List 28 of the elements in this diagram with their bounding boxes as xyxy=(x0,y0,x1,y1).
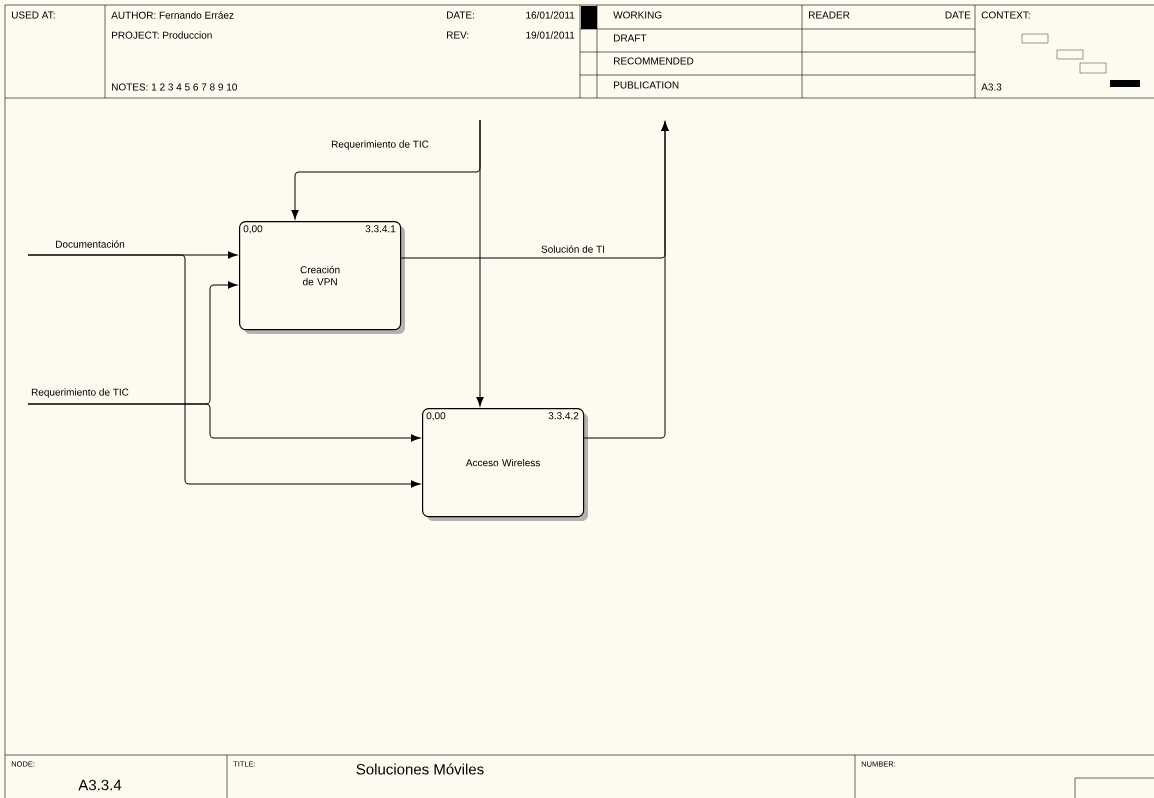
edge-label: Documentación xyxy=(56,240,125,248)
form-label: DRAFT xyxy=(614,34,647,42)
form-label: RECOMMENDED xyxy=(614,57,694,65)
arrow xyxy=(27,403,421,442)
form-label: REV: xyxy=(447,31,469,39)
form-label: DATE: xyxy=(447,11,474,19)
form-label: AUTHOR: Fernando Erráez xyxy=(111,11,234,19)
arrow xyxy=(27,254,421,488)
form-label: NOTES: 1 2 3 4 5 6 7 8 9 10 xyxy=(112,83,237,91)
edge-label: Solución de TI xyxy=(541,245,604,253)
form-label: CONTEXT: xyxy=(981,11,1030,19)
process-box: Acceso Wireless 0,00 3.3.4.2 xyxy=(422,408,588,521)
form-label: PROJECT: Produccion xyxy=(112,31,212,39)
edge-label: Requerimiento de TIC xyxy=(31,388,129,398)
form-label: A3.3 xyxy=(981,83,1002,91)
form-label: A3.3.4 xyxy=(78,779,122,791)
form-label: WORKING xyxy=(613,11,662,19)
arrow xyxy=(583,121,669,439)
form-label: USED AT: xyxy=(11,11,55,19)
form-label: READER xyxy=(809,11,850,19)
form-label: 16/01/2011 xyxy=(526,11,575,19)
form-label: DATE xyxy=(945,11,971,19)
edge-label: Requerimiento de TIC xyxy=(331,140,429,150)
form-label: 19/01/2011 xyxy=(526,31,575,39)
process-box: Creación de VPN 0,00 3.3.4.1 xyxy=(239,221,405,334)
arrow xyxy=(476,119,484,407)
form-label: PUBLICATION xyxy=(614,81,679,89)
diagram-title: Soluciones Móviles xyxy=(356,763,484,775)
